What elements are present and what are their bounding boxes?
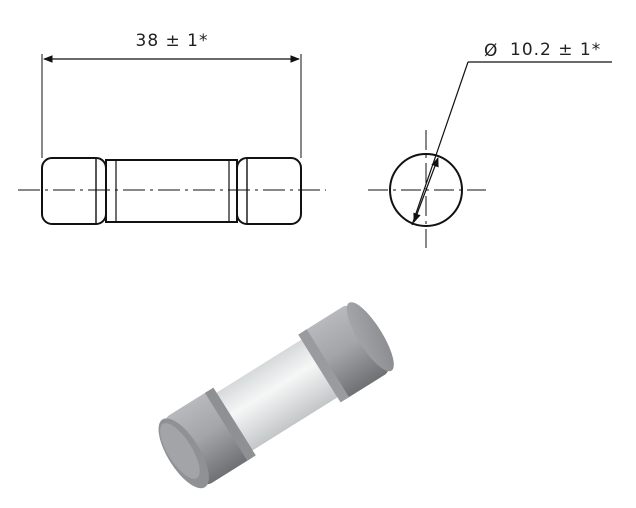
diameter-symbol: Ø: [484, 41, 498, 61]
end-view: Ø 10.2 ± 1*: [368, 40, 612, 248]
diameter-arrow-lower: [413, 189, 427, 223]
render-left-cap: [158, 387, 256, 489]
fuse-3d-render: [158, 302, 394, 489]
side-view: 38 ± 1*: [18, 31, 326, 225]
fuse-body-tube: [105, 159, 238, 223]
diameter-leader-line: [411, 61, 469, 226]
length-dimension-label: 38 ± 1*: [136, 31, 209, 51]
diameter-dimension-label: 10.2 ± 1*: [510, 40, 601, 60]
render-right-cap: [298, 302, 394, 403]
diameter-arrow-upper: [425, 157, 439, 191]
render-body-tube: [206, 333, 348, 457]
